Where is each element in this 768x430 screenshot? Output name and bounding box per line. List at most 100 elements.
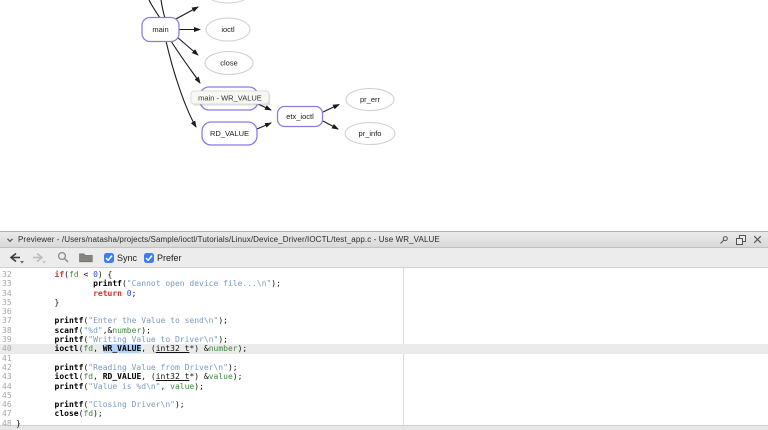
code-line-34[interactable]: 34 return 0; [0, 289, 768, 298]
sync-checkbox-box[interactable] [104, 252, 114, 263]
code-token: } [16, 297, 60, 307]
node-close[interactable]: close [204, 51, 254, 75]
prefer-checkbox-box[interactable] [144, 252, 155, 263]
code-token: ( [83, 381, 89, 391]
line-number: 40 [2, 344, 12, 354]
code-token: ( [121, 279, 127, 289]
line-number: 37 [2, 316, 12, 326]
code-token: printf [54, 362, 84, 372]
code-token: , [160, 381, 171, 391]
line-number: 41 [2, 353, 12, 363]
code-token: *) & [189, 344, 209, 354]
code-token: , ( [141, 372, 156, 382]
node-shape [201, 121, 258, 146]
line-number: 46 [2, 400, 12, 410]
code-token [16, 372, 55, 381]
back-button[interactable] [7, 252, 25, 264]
code-text: printf("Cannot open device file...\n"); [16, 279, 281, 288]
node-label: pr_info [359, 129, 382, 138]
code-line-38[interactable]: 38 scanf("%d",&number); [0, 326, 768, 335]
chevron-down-icon[interactable] [6, 236, 14, 244]
node-main[interactable]: main [141, 16, 180, 43]
sync-checkbox[interactable]: Sync [104, 252, 138, 263]
code-line-46[interactable]: 46 printf("Closing Driver\n"); [0, 400, 768, 409]
code-line-45[interactable]: 45 [0, 391, 768, 400]
node-top-cut[interactable] [204, 0, 252, 4]
node-pr-info[interactable]: pr_info [344, 122, 396, 145]
code-token: ( [78, 325, 84, 335]
code-text: return 0; [16, 289, 136, 298]
float-window-icon[interactable] [736, 234, 746, 245]
line-number: 48 [2, 418, 12, 428]
code-view[interactable]: 32 if(fd < 0) {33 printf("Cannot open de… [0, 268, 768, 430]
code-line-37[interactable]: 37 printf("Enter the Value to send\n"); [0, 316, 768, 325]
code-token: 0 [126, 288, 132, 298]
node-ioctl[interactable]: ioctl [205, 17, 251, 42]
code-token: ( [78, 409, 84, 419]
code-token: ( [83, 316, 89, 326]
edge-wr-value-etx-ioctl [257, 103, 272, 111]
code-line-39[interactable]: 39 printf("Writing Value to Driver\n"); [0, 335, 768, 344]
code-line-48[interactable]: 48} [0, 419, 768, 428]
code-token [16, 382, 55, 391]
pin-icon[interactable] [719, 235, 729, 245]
code-line-32[interactable]: 32 if(fd < 0) { [0, 270, 768, 279]
node-label: ioctl [221, 25, 235, 34]
edge-rd-value-etx-ioctl [256, 122, 272, 130]
code-line-40[interactable]: 40 ioctl(fd, WR_VALUE, (int32_t*) &numbe… [0, 344, 768, 354]
scrollbar-track[interactable] [0, 425, 768, 430]
node-shape [344, 122, 396, 145]
code-line-41[interactable]: 41 [0, 354, 768, 363]
code-token: "Value is %d\n" [88, 381, 161, 391]
code-line-42[interactable]: 42 printf("Reading Value from Driver\n")… [0, 363, 768, 372]
node-pr-err[interactable]: pr_err [345, 88, 395, 111]
code-token: ); [218, 316, 228, 326]
edge-main-offscreen-b [160, 0, 166, 19]
code-token: ( [83, 362, 89, 372]
code-text: printf("Value is %d\n", value); [16, 382, 204, 391]
graph-tooltip-text: main - WR_VALUE [198, 93, 262, 102]
code-token: printf [93, 279, 122, 289]
prefer-checkbox[interactable]: Prefer [144, 252, 182, 263]
code-token: value [170, 381, 195, 391]
search-icon[interactable] [57, 251, 70, 264]
code-line-43[interactable]: 43 ioctl(fd, RD_VALUE, (int32_t*) &value… [0, 372, 768, 381]
code-line-36[interactable]: 36 [0, 307, 768, 316]
node-etx-ioctl[interactable]: etx_ioctl [276, 105, 324, 128]
code-text: scanf("%d",&number); [16, 326, 151, 335]
code-token: RD_VALUE [102, 372, 142, 382]
code-token: fd [69, 270, 79, 279]
code-token [16, 279, 93, 288]
sync-checkbox-label: Sync [117, 252, 138, 263]
node-shape [204, 51, 254, 75]
code-text: printf("Writing Value to Driver\n"); [16, 335, 228, 344]
code-lines: 32 if(fd < 0) {33 printf("Cannot open de… [0, 270, 768, 428]
node-label: RD_VALUE [210, 129, 249, 138]
forward-button[interactable] [29, 252, 47, 264]
code-line-44[interactable]: 44 printf("Value is %d\n", value); [0, 382, 768, 391]
code-token: ); [93, 409, 103, 419]
code-token: return [93, 288, 122, 298]
code-text: if(fd < 0) { [16, 270, 113, 279]
close-icon[interactable] [753, 235, 762, 244]
folder-icon[interactable] [79, 252, 93, 263]
code-token [16, 335, 55, 344]
code-token: } [16, 418, 21, 428]
code-token: int32_t [155, 344, 190, 354]
selected-symbol[interactable]: WR_VALUE [102, 344, 142, 354]
code-line-35[interactable]: 35 } [0, 298, 768, 307]
code-line-47[interactable]: 47 close(fd); [0, 409, 768, 418]
code-token [16, 289, 93, 298]
node-rd-value[interactable]: RD_VALUE [201, 121, 258, 146]
code-token: printf [54, 381, 84, 391]
previewer-titlebar: Previewer - /Users/natasha/projects/Samp… [0, 232, 768, 248]
node-label: etx_ioctl [286, 112, 314, 121]
code-token: , [93, 372, 103, 382]
code-token: ); [271, 279, 281, 289]
code-line-33[interactable]: 33 printf("Cannot open device file...\n"… [0, 279, 768, 288]
code-token: int32_t [155, 372, 190, 382]
code-text: } [16, 297, 60, 307]
line-number: 36 [2, 307, 12, 317]
edge-main-top-cut [173, 6, 199, 21]
